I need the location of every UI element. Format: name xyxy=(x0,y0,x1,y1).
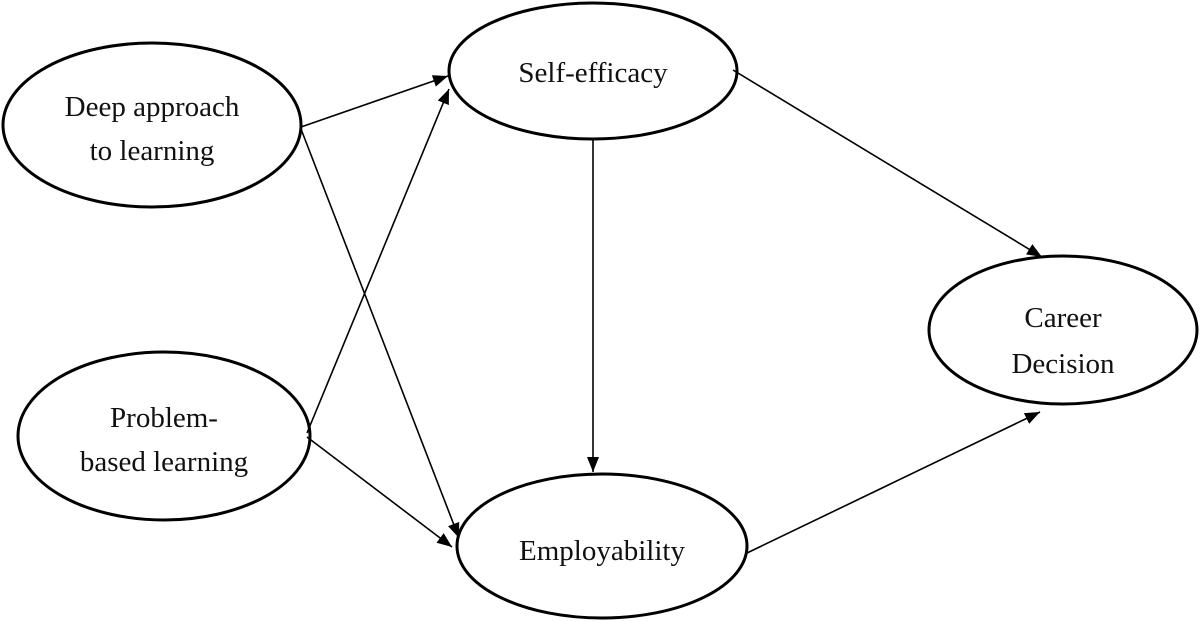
self-efficacy-ellipse xyxy=(447,1,739,141)
arrow-problem-based-to-self-efficacy xyxy=(306,88,450,434)
arrow-self-efficacy-to-career-decision xyxy=(732,69,1043,258)
node-career-decision xyxy=(927,254,1199,406)
deep-approach-ellipse xyxy=(1,41,303,209)
node-deep-approach-to-learning xyxy=(1,41,303,209)
problem-based-label-line2: based learning xyxy=(80,446,248,478)
career-decision-label-line2: Decision xyxy=(1011,348,1115,380)
arrow-deep-approach-to-self-efficacy xyxy=(300,75,449,128)
arrow-deep-approach-to-employability xyxy=(300,128,460,539)
node-problem-based-learning xyxy=(16,350,312,522)
node-labels: Deep approach to learning Problem- based… xyxy=(65,57,1115,567)
arrow-employability-to-career-decision xyxy=(746,411,1041,554)
arrow-problem-based-to-employability xyxy=(306,436,453,548)
problem-based-ellipse xyxy=(16,350,312,522)
self-efficacy-label: Self-efficacy xyxy=(518,57,668,89)
career-decision-ellipse xyxy=(927,254,1199,406)
deep-approach-label-line2: to learning xyxy=(90,135,215,167)
edge-arrows xyxy=(300,69,1043,554)
deep-approach-label-line1: Deep approach xyxy=(65,91,240,123)
employability-label: Employability xyxy=(519,535,685,567)
node-self-efficacy xyxy=(447,1,739,141)
node-employability xyxy=(455,472,749,620)
employability-ellipse xyxy=(455,472,749,620)
problem-based-label-line1: Problem- xyxy=(110,402,218,434)
career-decision-label-line1: Career xyxy=(1024,302,1102,334)
